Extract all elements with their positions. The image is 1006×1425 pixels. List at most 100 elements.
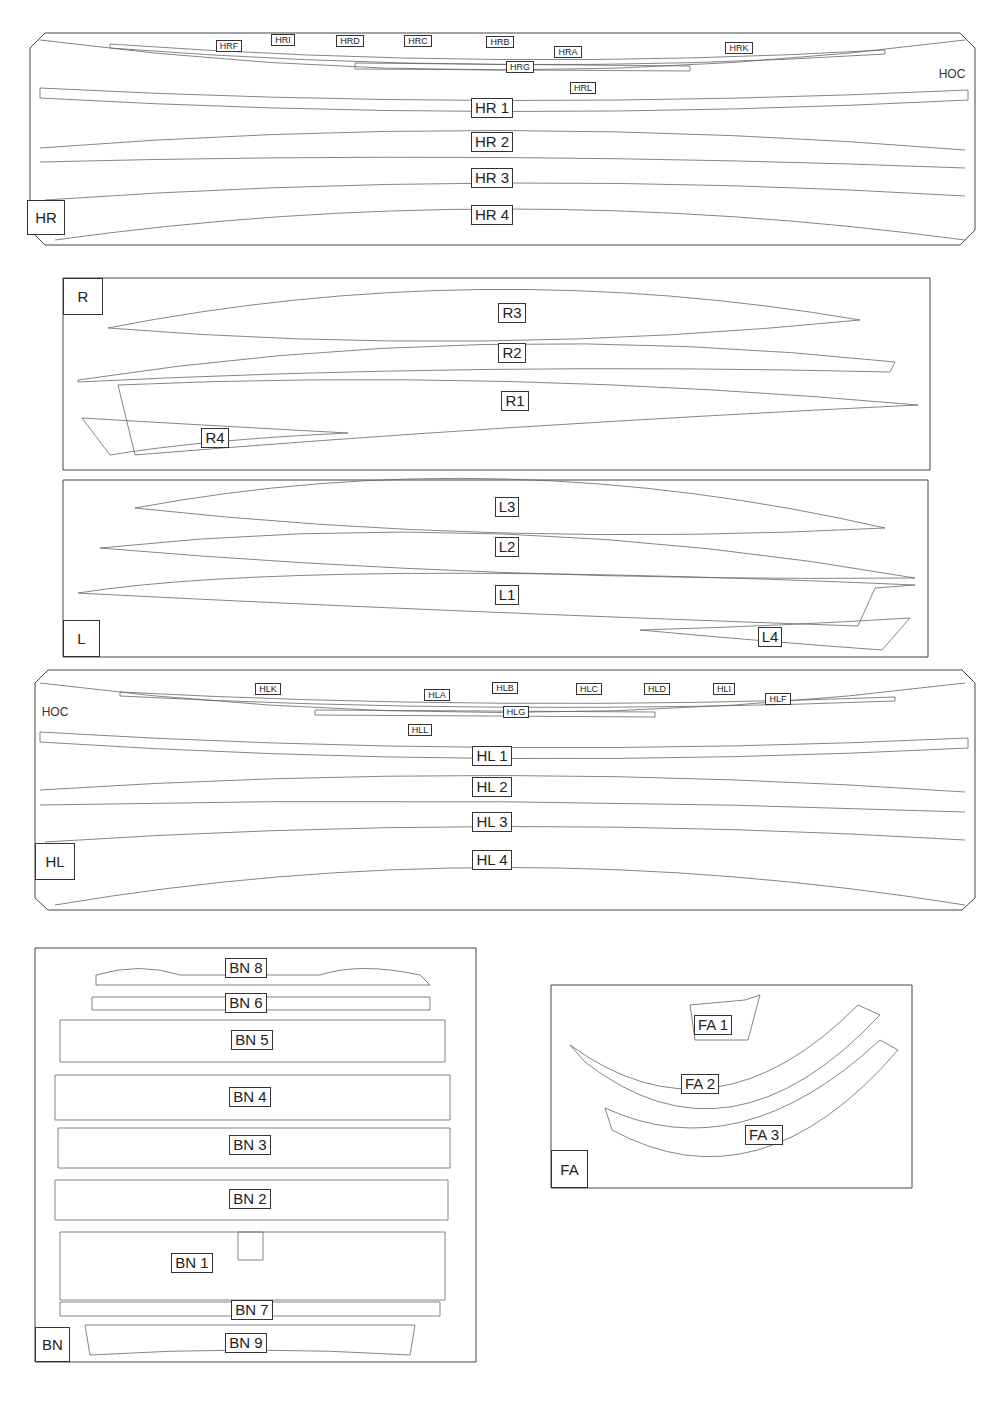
sheet-code: HL: [35, 843, 75, 880]
part-label-box: HL 2: [472, 777, 511, 796]
part-number: FA 3: [749, 1126, 779, 1143]
part-number: HRK: [729, 43, 748, 53]
part-number: R2: [502, 344, 521, 361]
part-number: BN 5: [235, 1031, 268, 1048]
part-number: HLF: [769, 694, 786, 704]
part-number: BN 4: [233, 1088, 266, 1105]
part-number: HR 2: [475, 133, 509, 150]
part-number: BN 7: [235, 1301, 268, 1318]
part-label-box: HR 2: [471, 132, 513, 151]
part-outline: [60, 1020, 445, 1062]
part-number: BN 6: [229, 994, 262, 1011]
part-label-box: R1: [501, 391, 528, 410]
part-label-box: HRD: [336, 35, 364, 47]
part-label-box: BN 4: [229, 1087, 270, 1106]
part-label-box: HLD: [644, 683, 670, 695]
part-number: HLL: [412, 725, 429, 735]
part-label-box: HRF: [216, 40, 243, 52]
part-number: HLG: [507, 707, 526, 717]
part-label-box: HLC: [576, 683, 602, 695]
part-label-box: HLL: [408, 724, 433, 736]
part-number: HRL: [574, 83, 592, 93]
part-number: HRD: [340, 36, 360, 46]
part-outline: [55, 1180, 448, 1220]
part-outline: [135, 478, 885, 534]
part-label-box: BN 3: [229, 1135, 270, 1154]
part-number: BN 9: [229, 1334, 262, 1351]
sheet-code: R: [63, 278, 103, 315]
part-number: L4: [762, 628, 779, 645]
part-label-box: HL 3: [472, 812, 511, 831]
part-number: HLD: [648, 684, 666, 694]
part-label-box: BN 1: [171, 1253, 212, 1272]
part-label-box: L3: [495, 497, 520, 516]
part-outline: [605, 1040, 898, 1157]
part-label-box: HR 1: [471, 98, 513, 117]
part-outline: [640, 618, 910, 650]
part-number: HL 4: [476, 851, 507, 868]
parts-sheet: HLHLKHLAHLBHLCHLDHLIHLFHLGHLLHL 1HL 2HL …: [35, 670, 975, 910]
part-label-box: HRA: [554, 46, 581, 58]
part-number: HLI: [717, 684, 731, 694]
part-label-box: R2: [498, 343, 525, 362]
part-label-box: R4: [201, 428, 228, 447]
sheet-code: BN: [35, 1327, 70, 1362]
part-number: HR 3: [475, 169, 509, 186]
part-outline: [40, 801, 965, 812]
part-label-box: HRB: [486, 36, 513, 48]
part-label-box: HLA: [424, 689, 450, 701]
part-outline: [78, 573, 915, 626]
part-label-box: HL 1: [472, 746, 511, 765]
part-number: FA 1: [698, 1016, 728, 1033]
parts-sheet: HR HRF HRI HRD HRC HRB HRA HRK HRG HRL HR 1 HR 2 HR …: [30, 33, 975, 245]
sheet-outline: [35, 948, 476, 1362]
part-number: BN 1: [175, 1254, 208, 1271]
part-number: HL 2: [476, 778, 507, 795]
part-number: HRG: [510, 62, 530, 72]
part-number: HL 3: [476, 813, 507, 830]
part-number: BN 2: [233, 1190, 266, 1207]
part-label-box: HLG: [503, 706, 530, 718]
sheet-code: FA: [551, 1150, 588, 1188]
part-label-box: BN 9: [225, 1333, 266, 1352]
part-number: HRA: [558, 47, 577, 57]
part-number: HRB: [490, 37, 509, 47]
part-label-box: HLB: [492, 682, 518, 694]
part-outline: [238, 1232, 263, 1260]
part-outline: [78, 344, 895, 382]
part-number: FA 2: [685, 1075, 715, 1092]
part-outline: [40, 157, 965, 168]
part-outline: [315, 710, 655, 717]
sheet-code: L: [63, 620, 100, 657]
part-number: R4: [205, 429, 224, 446]
sheet-outline: [35, 670, 975, 910]
part-number: BN 8: [229, 959, 262, 976]
part-number: HLB: [496, 683, 514, 693]
part-label-box: HRK: [725, 42, 752, 54]
sheet-code: HR: [27, 200, 65, 235]
part-label-box: FA 3: [745, 1125, 783, 1144]
part-outline: [58, 1128, 450, 1168]
sheet-outline: [63, 480, 928, 657]
part-number: R1: [505, 392, 524, 409]
part-outline: [570, 1005, 880, 1109]
part-outline: [82, 418, 348, 455]
sheet-outline: [551, 985, 912, 1188]
part-label-box: HRC: [404, 35, 432, 47]
part-outline: [85, 1325, 415, 1355]
part-number: HR 1: [475, 99, 509, 116]
part-label-box: HR 4: [471, 205, 513, 224]
part-number: HRI: [275, 35, 291, 45]
part-label-box: HL 4: [472, 850, 511, 869]
part-outline: [108, 289, 860, 341]
part-number: HLC: [580, 684, 598, 694]
part-label-box: FA 1: [694, 1015, 732, 1034]
part-outline: [55, 868, 965, 906]
part-label-box: BN 6: [225, 993, 266, 1012]
part-label-box: BN 8: [225, 958, 266, 977]
part-label-box: R3: [498, 303, 525, 322]
part-label-box: L4: [758, 627, 783, 646]
part-number: HLA: [428, 690, 446, 700]
parts-sheet: R R3R2R1R4: [63, 278, 930, 470]
part-number: HL 1: [476, 747, 507, 764]
